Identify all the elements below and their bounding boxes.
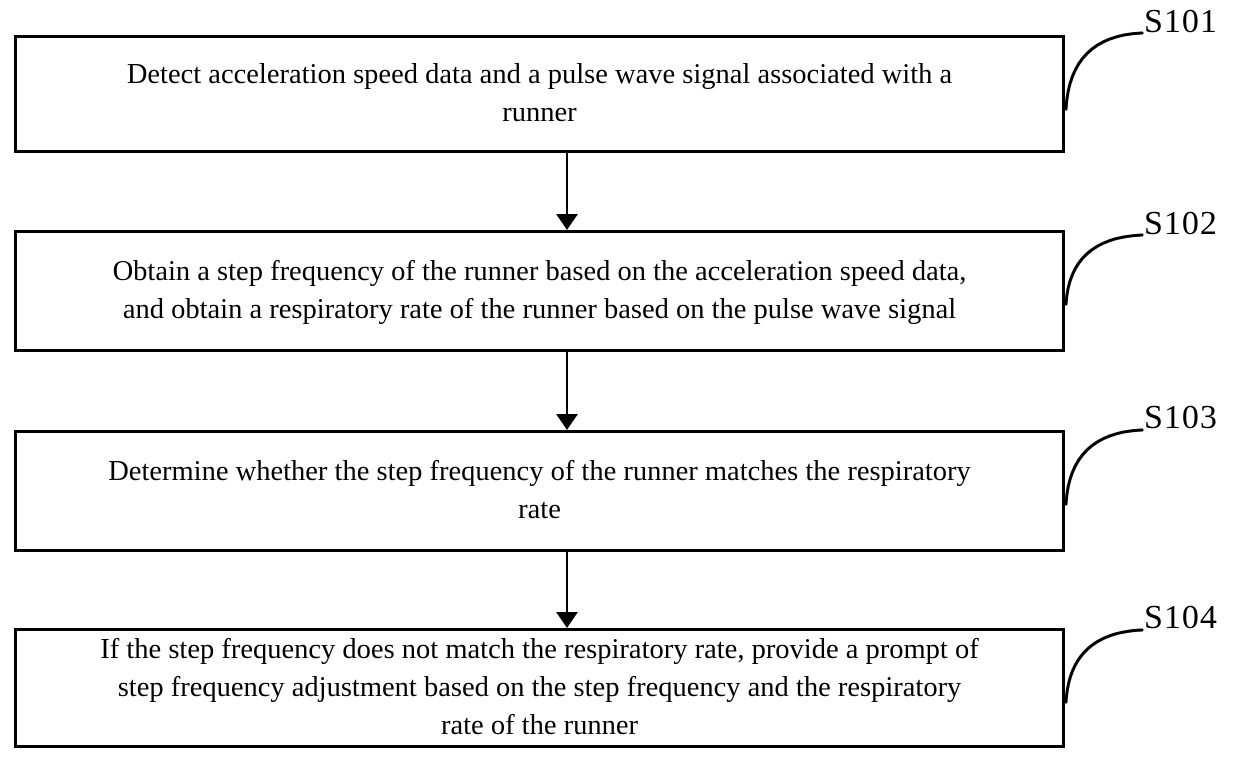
flow-step-box-s102: Obtain a step frequency of the runner ba… [14, 230, 1065, 352]
step-text-line: rate [518, 494, 561, 525]
flow-step-box-s104: If the step frequency does not match the… [14, 628, 1065, 748]
leader-line-s102 [1064, 233, 1144, 306]
step-text-line: If the step frequency does not match the… [100, 634, 979, 665]
down-arrow-icon [556, 552, 578, 628]
step-text-line: step frequency adjustment based on the s… [117, 672, 962, 703]
leader-line-s104 [1064, 628, 1144, 704]
down-arrow-icon [556, 352, 578, 430]
step-label-s102: S102 [1144, 205, 1218, 242]
step-label-s101: S101 [1144, 3, 1218, 40]
step-text-line: and obtain a respiratory rate of the run… [122, 294, 957, 325]
step-label-s103: S103 [1144, 399, 1218, 436]
step-text-line: Determine whether the step frequency of … [108, 456, 971, 487]
step-text-line: Detect acceleration speed data and a pul… [126, 59, 953, 90]
down-arrow-icon [556, 153, 578, 230]
step-text-line: runner [502, 97, 577, 128]
step-text-line: rate of the runner [440, 710, 639, 741]
flow-step-box-s103: Determine whether the step frequency of … [14, 430, 1065, 552]
leader-line-s101 [1064, 31, 1144, 111]
step-label-s104: S104 [1144, 599, 1218, 636]
flow-step-box-s101: Detect acceleration speed data and a pul… [14, 35, 1065, 153]
leader-line-s103 [1064, 428, 1144, 506]
step-text-line: Obtain a step frequency of the runner ba… [112, 256, 967, 287]
